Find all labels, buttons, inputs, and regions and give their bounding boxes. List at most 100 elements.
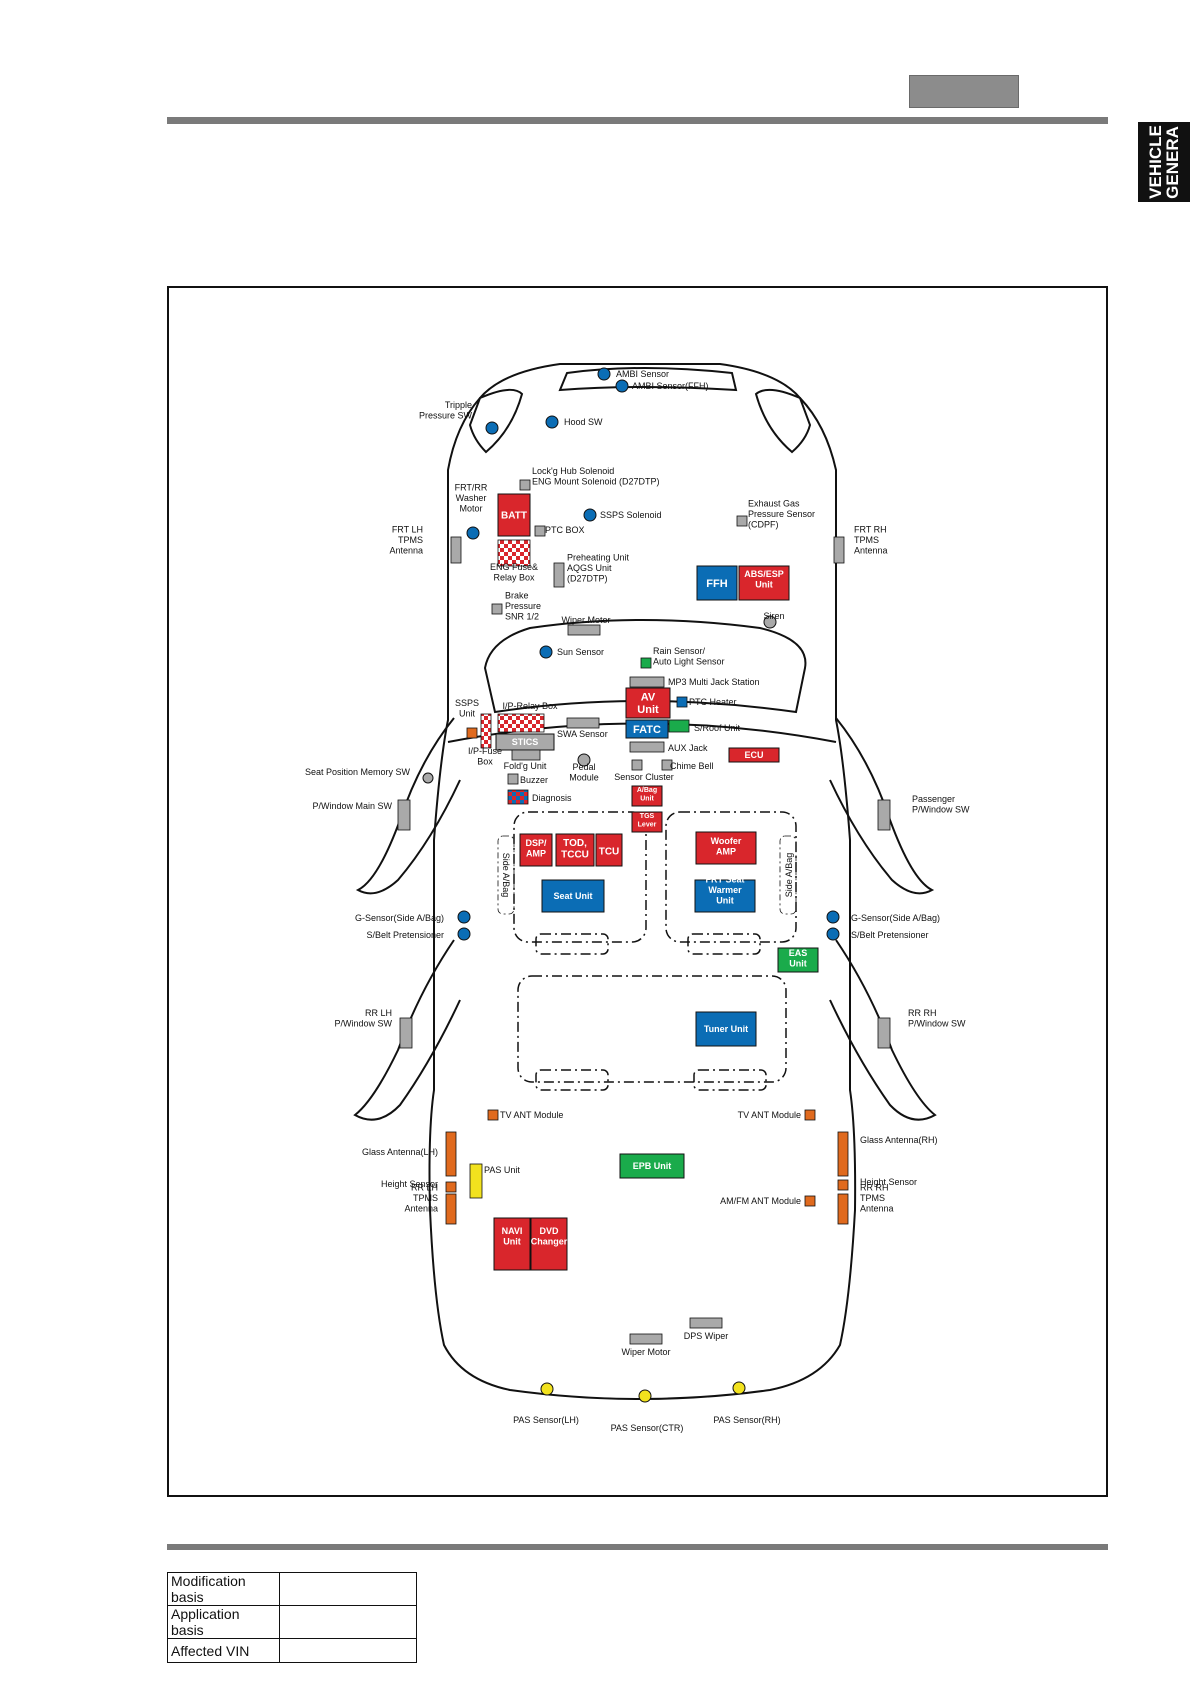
epb-unit-marker — [619, 1153, 685, 1179]
table-row: Modification basis — [167, 1572, 417, 1606]
preheating-unit-aqgs-unit-d27dtp-marker — [553, 562, 565, 588]
component-tuner-unit: Tuner Unit — [695, 1011, 757, 1047]
dsp-amp-marker — [519, 833, 553, 867]
component-eng-fuse-relay-box: ENG Fuse&Relay Box — [490, 539, 538, 583]
component-chime-bell: Chime Bell — [661, 759, 714, 771]
component-glass-antenna-lh: Glass Antenna(LH) — [362, 1131, 457, 1177]
component-pas-sensor-rh: PAS Sensor(RH) — [713, 1381, 781, 1425]
g-sensor-side-a-bag-marker — [826, 910, 840, 924]
s-belt-pretensioner-label: S/Belt Pretensioner — [366, 930, 444, 940]
epb-unit-label: EPB Unit — [633, 1161, 672, 1171]
pas-sensor-rh-marker — [732, 1381, 746, 1395]
am-fm-ant-module-marker — [804, 1195, 816, 1207]
a-bag-unit-marker — [631, 785, 663, 807]
door-front-right — [829, 717, 935, 895]
dsp-amp-label: DSP/AMP — [525, 838, 547, 859]
s-roof-unit-label: S/Roof Unit — [694, 723, 741, 733]
component-dsp-amp: DSP/AMP — [519, 833, 553, 867]
sensor-cluster-marker — [631, 759, 643, 771]
aux-jack-marker — [629, 741, 665, 753]
glass-antenna-lh-label: Glass Antenna(LH) — [362, 1147, 438, 1157]
av-unit-marker — [625, 687, 671, 719]
side-a-bag-marker — [497, 835, 515, 915]
woofer-amp-marker — [695, 831, 757, 865]
header-rule — [167, 117, 1108, 124]
fatc-label: FATC — [633, 724, 661, 736]
component-ecu: ECU — [728, 747, 780, 763]
g-sensor-side-a-bag-label: G-Sensor(Side A/Bag) — [355, 913, 444, 923]
tcu-label: TCU — [599, 847, 620, 858]
mp3-multi-jack-station-label: MP3 Multi Jack Station — [668, 677, 760, 687]
i-p-relay-box-marker — [497, 713, 545, 733]
ecu-marker — [728, 747, 780, 763]
wiper-motor-label: Wiper Motor — [621, 1347, 670, 1357]
abs-esp-unit-marker — [738, 565, 790, 601]
ssps-solenoid-label: SSPS Solenoid — [600, 510, 662, 520]
seat-unit-label: Seat Unit — [553, 891, 592, 901]
row-value-modification-basis — [279, 1572, 417, 1606]
aux-jack-label: AUX Jack — [668, 743, 708, 753]
component-pas-sensor-lh: PAS Sensor(LH) — [513, 1382, 579, 1425]
ffh-label: FFH — [706, 578, 727, 590]
eas-unit-marker — [777, 947, 819, 973]
height-sensor-marker — [837, 1179, 849, 1191]
tuner-unit-marker — [695, 1011, 757, 1047]
dps-wiper-label: DPS Wiper — [684, 1331, 729, 1341]
row-label-modification-basis: Modification basis — [167, 1572, 280, 1606]
pas-unit-marker — [469, 1163, 483, 1199]
component-ambi-sensor: AMBI Sensor — [597, 367, 669, 381]
chime-bell-label: Chime Bell — [670, 761, 714, 771]
eng-fuse-relay-box-label: ENG Fuse&Relay Box — [490, 562, 538, 583]
glass-antenna-rh-label: Glass Antenna(RH) — [860, 1135, 938, 1145]
ambi-sensor-ffh-marker — [615, 379, 629, 393]
p-window-main-sw-marker — [397, 799, 411, 831]
component-g-sensor-side-a-bag: G-Sensor(Side A/Bag) — [355, 910, 471, 924]
component-am-fm-ant-module: AM/FM ANT Module — [720, 1195, 816, 1207]
passenger-p-window-sw-marker — [877, 799, 891, 831]
component-s-belt-pretensioner: S/Belt Pretensioner — [366, 927, 471, 941]
hood-sw-label: Hood SW — [564, 417, 603, 427]
seat-front-right-cushion — [687, 933, 761, 955]
pas-sensor-lh-marker — [540, 1382, 554, 1396]
component-side-a-bag: Side A/Bag — [779, 835, 797, 915]
component-ffh: FFH — [696, 565, 738, 601]
component-batt: BATT — [497, 493, 531, 537]
hood-sw-marker — [545, 415, 559, 429]
frt-rh-tpms-antenna-marker — [833, 536, 845, 564]
side-tab: VEHICLE GENERA — [1138, 122, 1190, 202]
height-sensor-label: Height Sensor — [381, 1179, 438, 1189]
i-p-fuse-box-marker — [480, 713, 492, 749]
component-fold-g-unit: Fold'g Unit — [504, 749, 547, 771]
side-a-bag-marker — [779, 835, 797, 915]
door-rear-left — [353, 939, 461, 1121]
seat-position-memory-sw-marker — [422, 772, 434, 784]
component-p-window-main-sw: P/Window Main SW — [312, 799, 411, 831]
header-badge — [909, 75, 1019, 108]
tuner-unit-label: Tuner Unit — [704, 1024, 748, 1034]
seat-front-right — [665, 811, 797, 943]
car-body-outline — [428, 363, 857, 1400]
component-swa-sensor: SWA Sensor — [557, 717, 608, 739]
component-fatc: FATC — [625, 719, 669, 739]
